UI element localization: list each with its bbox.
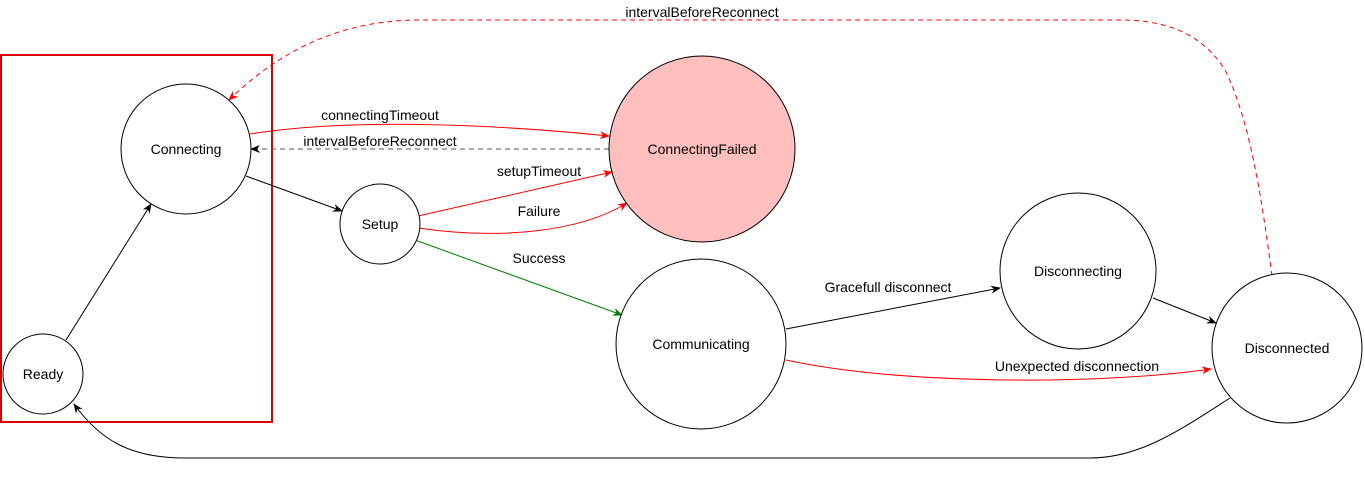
node-label-ready: Ready	[23, 366, 63, 382]
edge-label-failure: Failure	[518, 203, 561, 219]
edge-connecting-timeout	[249, 123, 610, 140]
node-ready	[2, 333, 84, 415]
edge-connecting-to-setup	[245, 175, 343, 212]
edge-setup-timeout	[417, 170, 613, 217]
node-disconnected	[1211, 272, 1363, 424]
edge-disconnected-to-connecting	[228, 19, 1273, 277]
edge-disconnected-to-ready	[73, 397, 1231, 459]
node-label-disconnected: Disconnected	[1245, 340, 1330, 356]
edge-label-success: Success	[513, 250, 566, 266]
edge-unexpected-disconnect	[785, 359, 1212, 381]
edge-disconnecting-to-disconnected	[1152, 297, 1217, 324]
node-communicating	[615, 258, 787, 430]
edge-label-interval-reconnect: intervalBeforeReconnect	[303, 133, 456, 149]
edge-setup-failure	[417, 202, 628, 234]
highlight-box	[0, 54, 273, 423]
edge-setup-success	[414, 239, 623, 316]
node-label-connecting: Connecting	[151, 141, 222, 157]
node-label-disconnecting: Disconnecting	[1034, 263, 1122, 279]
node-label-connecting-failed: ConnectingFailed	[648, 141, 757, 157]
edge-ready-to-connecting	[65, 203, 152, 341]
node-disconnecting	[999, 192, 1157, 350]
node-connecting	[120, 83, 252, 215]
edge-label-connecting-timeout: connectingTimeout	[321, 107, 439, 123]
edge-label-graceful: Gracefull disconnect	[825, 279, 952, 295]
node-label-setup: Setup	[362, 216, 399, 232]
node-label-communicating: Communicating	[652, 336, 749, 352]
edge-label-unexpected: Unexpected disconnection	[995, 358, 1159, 374]
node-connecting-failed	[608, 55, 796, 243]
node-setup	[339, 183, 421, 265]
edge-label-setup-timeout: setupTimeout	[497, 163, 581, 179]
edge-label-top-reconnect: intervalBeforeReconnect	[625, 4, 778, 20]
edge-graceful-disconnect	[785, 285, 1001, 330]
